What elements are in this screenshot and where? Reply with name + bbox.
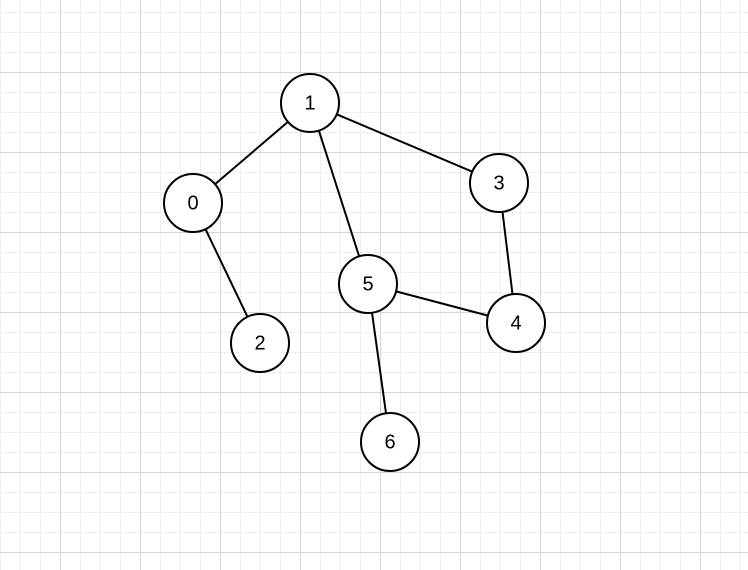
- node-4-label: 4: [510, 312, 521, 334]
- edge-1-3: [336, 113, 473, 173]
- node-5-circle: [338, 254, 398, 314]
- node-3-circle: [469, 153, 529, 213]
- node-1-circle: [280, 73, 340, 133]
- edge-3-4: [501, 211, 514, 295]
- edge-1-0: [214, 121, 289, 185]
- node-6-circle: [360, 412, 420, 472]
- edge-0-2: [204, 228, 249, 318]
- node-6: 6: [360, 412, 420, 472]
- node-4: 4: [486, 293, 546, 353]
- node-4-circle: [486, 293, 546, 353]
- node-6-label: 6: [384, 431, 395, 453]
- node-3-label: 3: [493, 172, 504, 194]
- node-2: 2: [230, 313, 290, 373]
- nodes-layer: 0 1 2 3 4 5 6: [163, 73, 546, 472]
- edge-1-5: [317, 130, 361, 257]
- node-3: 3: [469, 153, 529, 213]
- node-2-label: 2: [254, 332, 265, 354]
- node-1: 1: [280, 73, 340, 133]
- node-1-label: 1: [304, 92, 315, 114]
- node-0-label: 0: [187, 192, 198, 214]
- edges-layer: [204, 113, 514, 414]
- node-2-circle: [230, 313, 290, 373]
- edge-5-6: [371, 312, 387, 414]
- node-5-label: 5: [362, 273, 373, 295]
- edge-5-4: [395, 290, 489, 317]
- node-0: 0: [163, 173, 223, 233]
- node-0-circle: [163, 173, 223, 233]
- node-5: 5: [338, 254, 398, 314]
